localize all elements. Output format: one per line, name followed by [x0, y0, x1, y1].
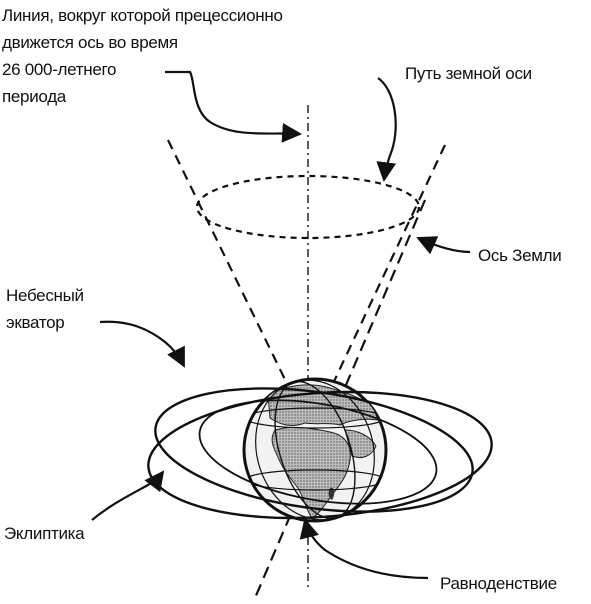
earth-axis-path-ellipse	[195, 174, 421, 240]
axis-path-pointer	[376, 77, 397, 182]
celestial-equator-pointer	[99, 320, 185, 368]
cone-left-edge	[167, 139, 296, 401]
precession-line-label-4: периода	[2, 87, 66, 106]
ecliptic-pointer	[91, 470, 165, 521]
arabia-land	[344, 429, 377, 459]
precession-line-label-2: движется ось во время	[2, 33, 178, 52]
celestial-equator-label-2: экватор	[6, 313, 65, 332]
equinox-label: Равноденствие	[440, 574, 557, 593]
earth-axis-path-label: Путь земной оси	[405, 64, 532, 83]
madagascar-land	[328, 487, 335, 500]
ecliptic-label: Эклиптика	[4, 524, 85, 543]
celestial-equator-label: Небесный экватор	[6, 282, 84, 336]
precession-line-pointer	[165, 70, 302, 143]
equinox-pointer	[299, 518, 429, 580]
cone-right-edge	[329, 144, 446, 391]
ecliptic-ring	[147, 390, 493, 520]
precession-line-label-1: Линия, вокруг которой прецессионно	[2, 6, 283, 25]
precession-line-label: Линия, вокруг которой прецессионно движе…	[2, 2, 283, 110]
earth-axis-pointer	[416, 236, 471, 255]
precession-line-label-3: 26 000-летнего	[2, 60, 117, 79]
celestial-equator-label-1: Небесный	[6, 286, 84, 305]
earth-axis-label: Ось Земли	[478, 246, 562, 265]
inner-ring	[198, 399, 438, 505]
